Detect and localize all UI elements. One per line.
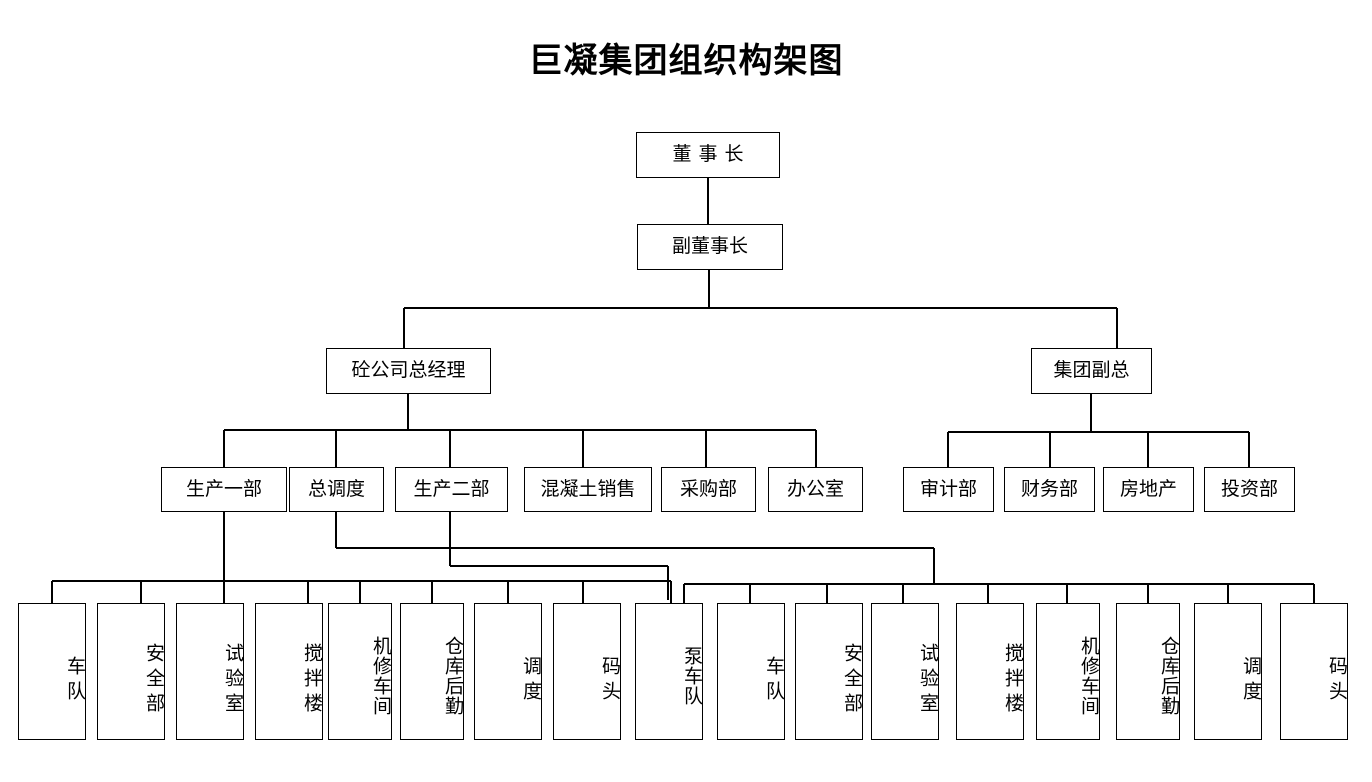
- unit-right-3[interactable]: 试验室: [871, 603, 939, 740]
- page-title: 巨凝集团组织构架图: [528, 41, 844, 81]
- unit-right-4[interactable]: 搅拌楼: [956, 603, 1024, 740]
- unit-right-5[interactable]: 机修车间: [1036, 603, 1100, 740]
- unit-left-1[interactable]: 安全部: [97, 603, 165, 740]
- unit-left-4[interactable]: 机修车间: [328, 603, 392, 740]
- dept-left-0[interactable]: 生产一部: [161, 467, 287, 512]
- dept-right-1[interactable]: 财务部: [1004, 467, 1095, 512]
- unit-left-3[interactable]: 搅拌楼: [255, 603, 323, 740]
- unit-right-6[interactable]: 仓库后勤: [1116, 603, 1180, 740]
- dept-left-1[interactable]: 总调度: [289, 467, 384, 512]
- unit-right-2[interactable]: 安全部: [795, 603, 863, 740]
- unit-right-0[interactable]: 泵车队: [635, 603, 703, 740]
- dept-right-2[interactable]: 房地产: [1103, 467, 1194, 512]
- unit-right-1[interactable]: 车队: [717, 603, 785, 740]
- unit-left-2[interactable]: 试验室: [176, 603, 244, 740]
- unit-right-8[interactable]: 码头: [1280, 603, 1348, 740]
- dept-right-0[interactable]: 审计部: [903, 467, 994, 512]
- unit-left-6[interactable]: 调度: [474, 603, 542, 740]
- dept-left-4[interactable]: 采购部: [661, 467, 756, 512]
- node-vice-chairman[interactable]: 副董事长: [637, 224, 783, 270]
- dept-left-5[interactable]: 办公室: [768, 467, 863, 512]
- unit-left-7[interactable]: 码头: [553, 603, 621, 740]
- unit-right-7[interactable]: 调度: [1194, 603, 1262, 740]
- node-chairman[interactable]: 董事长: [636, 132, 780, 178]
- dept-left-3[interactable]: 混凝土销售: [524, 467, 652, 512]
- unit-left-0[interactable]: 车队: [18, 603, 86, 740]
- unit-left-5[interactable]: 仓库后勤: [400, 603, 464, 740]
- node-group-vice-president[interactable]: 集团副总: [1031, 348, 1152, 394]
- node-concrete-general-manager[interactable]: 砼公司总经理: [326, 348, 491, 394]
- dept-left-2[interactable]: 生产二部: [395, 467, 508, 512]
- dept-right-3[interactable]: 投资部: [1204, 467, 1295, 512]
